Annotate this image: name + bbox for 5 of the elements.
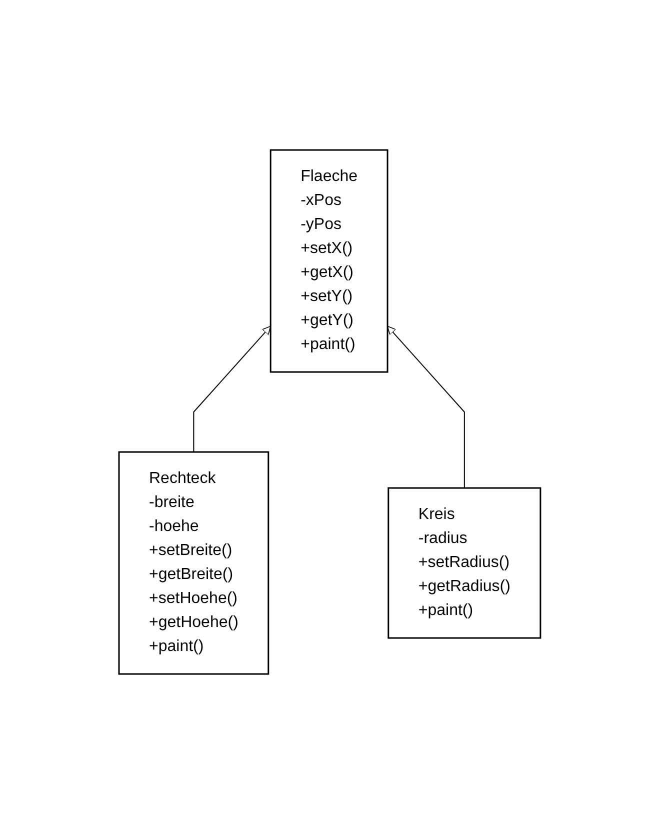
node-box: Rechteck -breite -hoehe +setBreite() +getBreite() +setHoehe() +getHoehe() +paint() bbox=[118, 451, 270, 675]
node-box: Kreis -radius +setRadius() +getRadius() +paint() bbox=[388, 487, 542, 639]
arrow bbox=[387, 326, 466, 488]
arrow bbox=[193, 326, 272, 452]
node-box: Flaeche -xPos -yPos +setX() +getX() +setY() +getY() +paint() bbox=[270, 149, 389, 373]
